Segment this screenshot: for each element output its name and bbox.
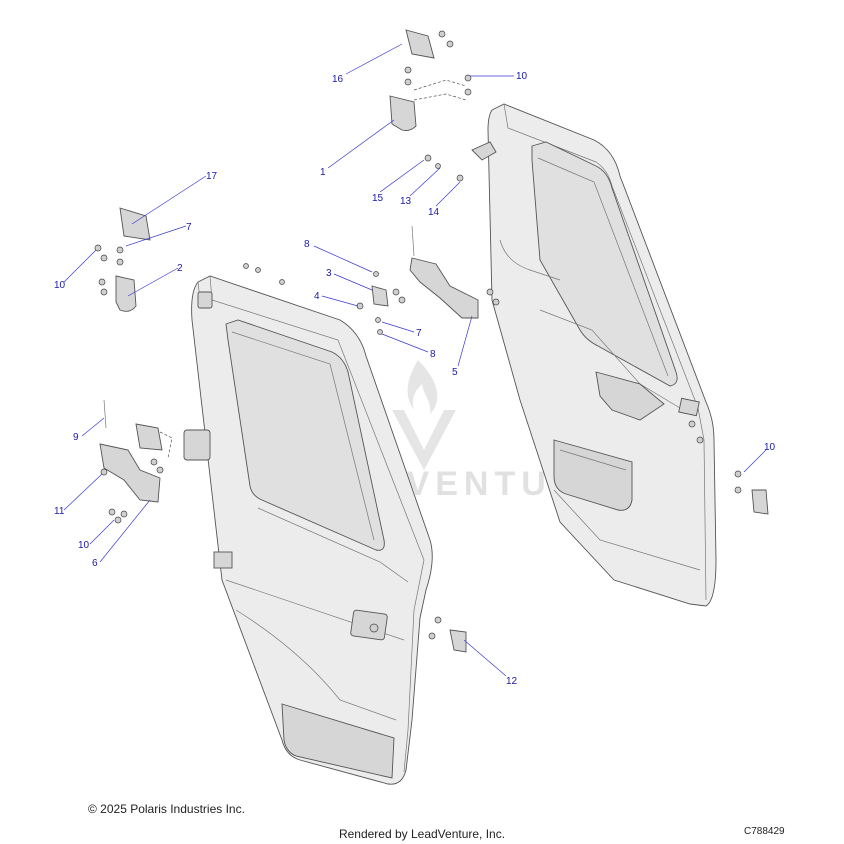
hardware-parts [94, 29, 769, 653]
callout-17: 17 [206, 171, 218, 182]
callout-10: 10 [78, 540, 90, 551]
callout-13: 13 [400, 196, 412, 207]
rendered-by-text: Rendered by LeadVenture, Inc. [338, 827, 506, 841]
callout-5: 5 [452, 367, 458, 378]
callout-2: 2 [177, 263, 183, 274]
rear-door-assembly [487, 103, 717, 607]
callout-7: 7 [416, 328, 422, 339]
hinge-6 [99, 443, 161, 503]
front-door-assembly [183, 275, 433, 785]
callout-16: 16 [332, 74, 344, 85]
callout-9: 9 [73, 432, 79, 443]
hinge-2 [115, 275, 137, 312]
callout-11: 11 [54, 506, 65, 517]
striker-12 [449, 629, 467, 653]
callout-6: 6 [92, 558, 98, 569]
callout-1: 1 [320, 167, 326, 178]
diagram-code: C788429 [744, 826, 785, 837]
callout-15: 15 [372, 193, 384, 204]
hinge-3 [371, 285, 389, 307]
rear-door-window [531, 141, 678, 387]
callout-10: 10 [764, 442, 776, 453]
rear-door-pocket [553, 439, 633, 511]
callout-labels: 16 10 1 15 13 14 17 7 10 2 8 3 4 7 8 5 9… [54, 71, 776, 687]
callout-8: 8 [430, 349, 436, 360]
leader-lines [63, 43, 767, 677]
callout-4: 4 [314, 291, 320, 302]
callout-12: 12 [506, 676, 518, 687]
hinge-bracket-5 [409, 257, 479, 319]
callout-8: 8 [304, 239, 310, 250]
callout-10: 10 [54, 280, 66, 291]
callout-3: 3 [326, 268, 332, 279]
pin-9 [103, 399, 107, 429]
copyright-text: © 2025 Polaris Industries Inc. [88, 802, 245, 816]
callout-7: 7 [186, 222, 192, 233]
hinge-plate-17 [119, 207, 151, 241]
front-door-handle [350, 609, 388, 641]
front-door-window [225, 319, 385, 551]
callout-10: 10 [516, 71, 528, 82]
hinge-plate-16 [405, 29, 435, 59]
hinge-1 [389, 95, 417, 131]
callout-14: 14 [428, 207, 440, 218]
